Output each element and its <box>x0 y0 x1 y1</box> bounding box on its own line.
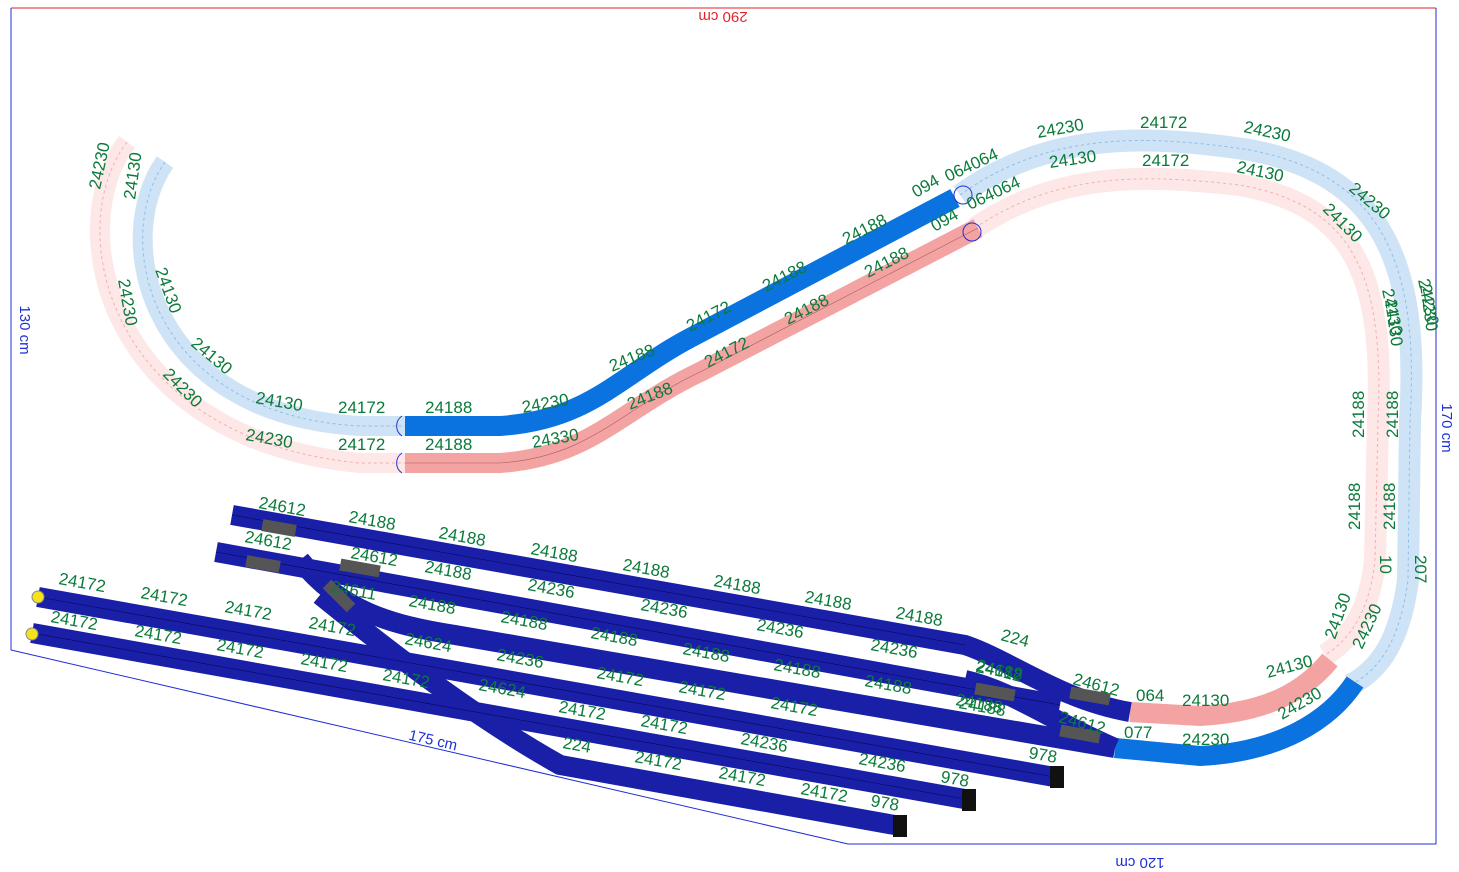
upper-track-blue <box>405 189 960 436</box>
ghost-track-inner-loop <box>968 167 1390 665</box>
switch-motor-2 <box>245 555 281 573</box>
buffer-stop-2 <box>962 789 976 811</box>
track-label: 207 <box>1411 555 1430 583</box>
track-label: 24188 <box>425 435 472 454</box>
right-track-salmon <box>1129 653 1338 727</box>
track-label: 077 <box>1124 723 1152 742</box>
connector-arc-2 <box>396 452 403 474</box>
connector-circle-1 <box>953 185 973 205</box>
switch-motor-6 <box>1069 686 1111 706</box>
buffer-stop-1 <box>1050 766 1064 788</box>
track-label: 978 <box>939 767 970 791</box>
buffer-stop-3 <box>893 815 907 837</box>
ghost-track-left-inner-edge <box>142 161 405 427</box>
upper-track-salmon-outline <box>405 227 979 464</box>
track-label: 24172 <box>1142 151 1189 170</box>
yard-outlines <box>31 514 1061 801</box>
dim-bottom-right: 120 cm <box>1115 854 1164 871</box>
track-label: 24130 <box>1182 691 1229 710</box>
track-label: 24188 <box>1383 391 1402 438</box>
yard-track-3 <box>292 553 1117 758</box>
yard-track-1 <box>230 505 1132 722</box>
dim-top: 290 cm <box>698 8 747 25</box>
switch-motor-1 <box>261 519 297 537</box>
track-label: 064 <box>1136 686 1164 705</box>
connector-circle-2 <box>962 222 982 242</box>
switch-motor-5 <box>974 682 1016 702</box>
track-label: 24172 <box>338 398 385 417</box>
dim-right: 170 cm <box>1438 403 1455 452</box>
track-label: 10 <box>1376 555 1395 574</box>
endpoint-marker-1 <box>31 590 45 604</box>
switch-motor-7 <box>1059 724 1101 744</box>
track-label: 24230 <box>1182 730 1229 749</box>
track-label: 978 <box>869 791 900 815</box>
ghost-track-left-outer-edge <box>99 141 405 464</box>
track-label: 224 <box>561 733 592 757</box>
switch-motor-4 <box>322 579 356 613</box>
track-label: 24188 <box>1345 483 1364 530</box>
track-label: 24188 <box>425 398 472 417</box>
track-label: 224 <box>999 626 1031 652</box>
track-label: 24172 <box>338 435 385 454</box>
ghost-track-outer-loop-edge <box>959 140 1412 686</box>
right-track-blue <box>1114 676 1364 767</box>
track-label: 978 <box>1027 743 1058 767</box>
track-label: 24188 <box>1349 391 1368 438</box>
track-label: 24172 <box>1140 113 1187 132</box>
switch-motor-3 <box>339 558 381 578</box>
board-edge-bottom-left <box>10 649 849 845</box>
switch-motors <box>245 519 1111 744</box>
dim-left: 130 cm <box>16 305 33 354</box>
track-label: 24172 <box>223 597 273 624</box>
ghost-track-inner-loop-edge <box>974 178 1380 656</box>
track-label: 24188 <box>1380 483 1399 530</box>
dim-bottom-left: 175 cm <box>407 727 459 755</box>
yard-track-6 <box>313 587 902 836</box>
endpoint-marker-2 <box>25 627 39 641</box>
connector-arc-1 <box>396 415 403 437</box>
